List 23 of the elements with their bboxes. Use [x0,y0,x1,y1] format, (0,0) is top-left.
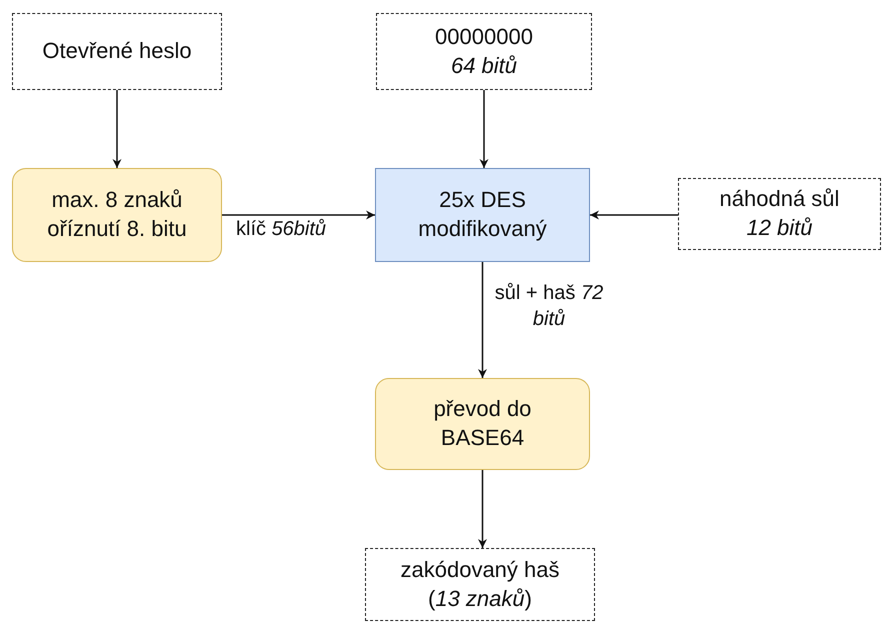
arrow [222,210,375,220]
arrow [478,470,487,548]
input-box [678,178,881,250]
node-text: náhodná sůl [720,185,840,214]
arrow [478,262,487,378]
input-box [376,13,592,90]
process-box [375,378,590,470]
arrow [590,210,678,220]
process-box [375,168,590,262]
node-subtext: (13 znaků) [428,584,532,612]
node-text: max. 8 znaků oříznutí 8. bitu [46,186,188,243]
node-text: zakódovaný haš [400,556,560,584]
node-text: převod do BASE64 [432,395,532,452]
arrow [480,90,488,168]
input-box [12,13,222,90]
node-subtext: 64 bitů [450,52,518,80]
arrow [112,90,122,168]
process-box [12,168,222,262]
node-text: Otevřené heslo [42,37,192,66]
node-text: 00000000 [435,22,533,51]
node-subtext: 12 bitů [746,214,813,242]
output-box [365,548,595,621]
node-text: 25x DES modifikovaný [417,186,548,243]
